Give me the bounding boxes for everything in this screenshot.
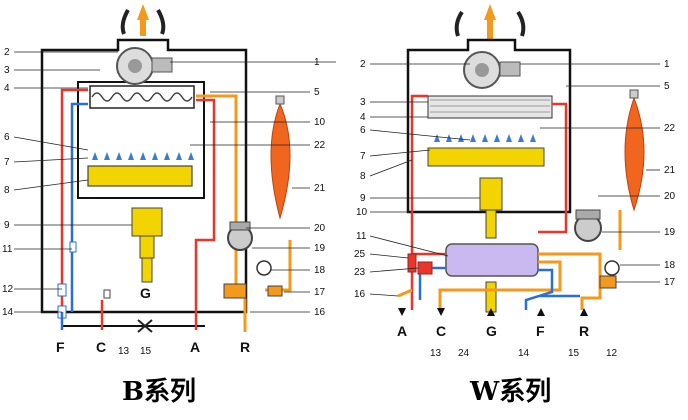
w-exhaust-flame-icon <box>484 4 496 20</box>
b-system-title: B系列 <box>122 377 196 407</box>
w-pressure-gauge-icon <box>604 260 620 276</box>
b-callout-2: 2 <box>4 47 10 58</box>
b-label-c: C <box>96 339 106 355</box>
b-burner-flames <box>92 152 194 160</box>
b-burner <box>87 165 193 187</box>
w-callout-16: 16 <box>354 289 366 300</box>
w-callout-3: 3 <box>360 97 366 108</box>
w-callout-1: 1 <box>664 59 670 70</box>
b-three-way-valve <box>223 283 247 299</box>
w-hot-pipe <box>410 94 428 310</box>
w-callout-8: 8 <box>360 171 366 182</box>
w-gas-valve <box>479 177 503 211</box>
w-exhaust-arrow-left <box>454 10 464 37</box>
w-valve-16 <box>397 288 413 298</box>
b-callout-4: 4 <box>4 83 10 94</box>
w-label-13: 13 <box>430 348 442 359</box>
w-callout-25: 25 <box>354 249 366 260</box>
w-expansion-tank <box>624 96 645 212</box>
w-callout-9: 9 <box>360 193 366 204</box>
b-callout-19: 19 <box>314 243 326 254</box>
b-expansion-tank <box>270 102 291 220</box>
b-label-r: R <box>240 339 250 355</box>
b-callout-18: 18 <box>314 265 326 276</box>
w-plate-heat-exchanger <box>445 243 539 277</box>
w-valve-25 <box>407 253 417 273</box>
w-callout-5: 5 <box>664 81 670 92</box>
w-label-g: G <box>486 323 497 339</box>
w-callout-11: 11 <box>356 231 367 242</box>
w-callout-22: 22 <box>664 123 676 134</box>
b-callout-16: 16 <box>314 307 326 318</box>
w-valve-23 <box>417 261 433 275</box>
b-cold-pipe <box>70 102 88 312</box>
w-label-f: F <box>536 323 545 339</box>
b-callout-6: 6 <box>4 132 10 143</box>
w-callout-23: 23 <box>354 267 366 278</box>
w-exhaust-arrow-right <box>516 10 526 37</box>
b-label-13: 13 <box>118 346 130 357</box>
b-housing <box>40 38 248 314</box>
b-callout-22: 22 <box>314 140 326 151</box>
w-callout-21: 21 <box>664 165 676 176</box>
b-callout-17: 17 <box>314 287 326 298</box>
b-system-diagram: 2 3 4 6 7 8 9 11 12 14 1 5 10 22 21 20 1… <box>2 4 336 407</box>
b-callout-9: 9 <box>4 220 10 231</box>
w-callout-7: 7 <box>360 151 366 162</box>
b-callout-12: 12 <box>2 284 14 295</box>
b-label-a: A <box>190 339 200 355</box>
b-gas-valve <box>131 207 163 237</box>
w-heat-exchanger <box>427 95 553 119</box>
w-callout-17: 17 <box>664 277 676 288</box>
w-callout-6: 6 <box>360 125 366 136</box>
b-callout-1: 1 <box>314 57 320 68</box>
b-exhaust-arrow-right <box>156 9 166 35</box>
w-callout-4: 4 <box>360 112 366 123</box>
b-label-g: G <box>140 285 151 301</box>
w-callout-2: 2 <box>360 59 366 70</box>
b-callout-14: 14 <box>2 307 14 318</box>
b-callout-7: 7 <box>4 157 10 168</box>
w-label-r: R <box>579 323 589 339</box>
w-label-12: 12 <box>606 348 618 359</box>
b-valve-15 <box>137 319 153 333</box>
w-label-24: 24 <box>458 348 470 359</box>
b-label-15: 15 <box>140 346 152 357</box>
b-callout-21: 21 <box>314 183 326 194</box>
w-burner <box>427 147 545 167</box>
b-exhaust-arrow-left <box>120 9 130 35</box>
b-callout-8: 8 <box>4 185 10 196</box>
b-exhaust-flame-icon <box>137 4 149 20</box>
w-callout-10: 10 <box>356 207 368 218</box>
w-label-c: C <box>436 323 446 339</box>
w-callout-19: 19 <box>664 227 676 238</box>
b-pressure-gauge-icon <box>256 260 272 276</box>
w-label-a: A <box>397 323 407 339</box>
b-callout-10: 10 <box>314 117 326 128</box>
b-label-f: F <box>56 339 65 355</box>
b-callout-5: 5 <box>314 87 320 98</box>
w-burner-flames <box>434 134 536 142</box>
w-system-title: W系列 <box>469 377 551 407</box>
w-housing <box>406 38 572 214</box>
b-callout-20: 20 <box>314 223 326 234</box>
w-system-diagram: 2 3 4 6 7 8 9 10 11 25 23 16 1 5 22 21 2… <box>354 4 676 407</box>
b-hot-pipe <box>60 88 88 312</box>
w-callout-20: 20 <box>664 191 676 202</box>
b-callout-3: 3 <box>4 65 10 76</box>
w-label-14: 14 <box>518 348 530 359</box>
w-label-15: 15 <box>568 348 580 359</box>
w-callout-18: 18 <box>664 260 676 271</box>
b-callout-11: 11 <box>2 244 13 255</box>
